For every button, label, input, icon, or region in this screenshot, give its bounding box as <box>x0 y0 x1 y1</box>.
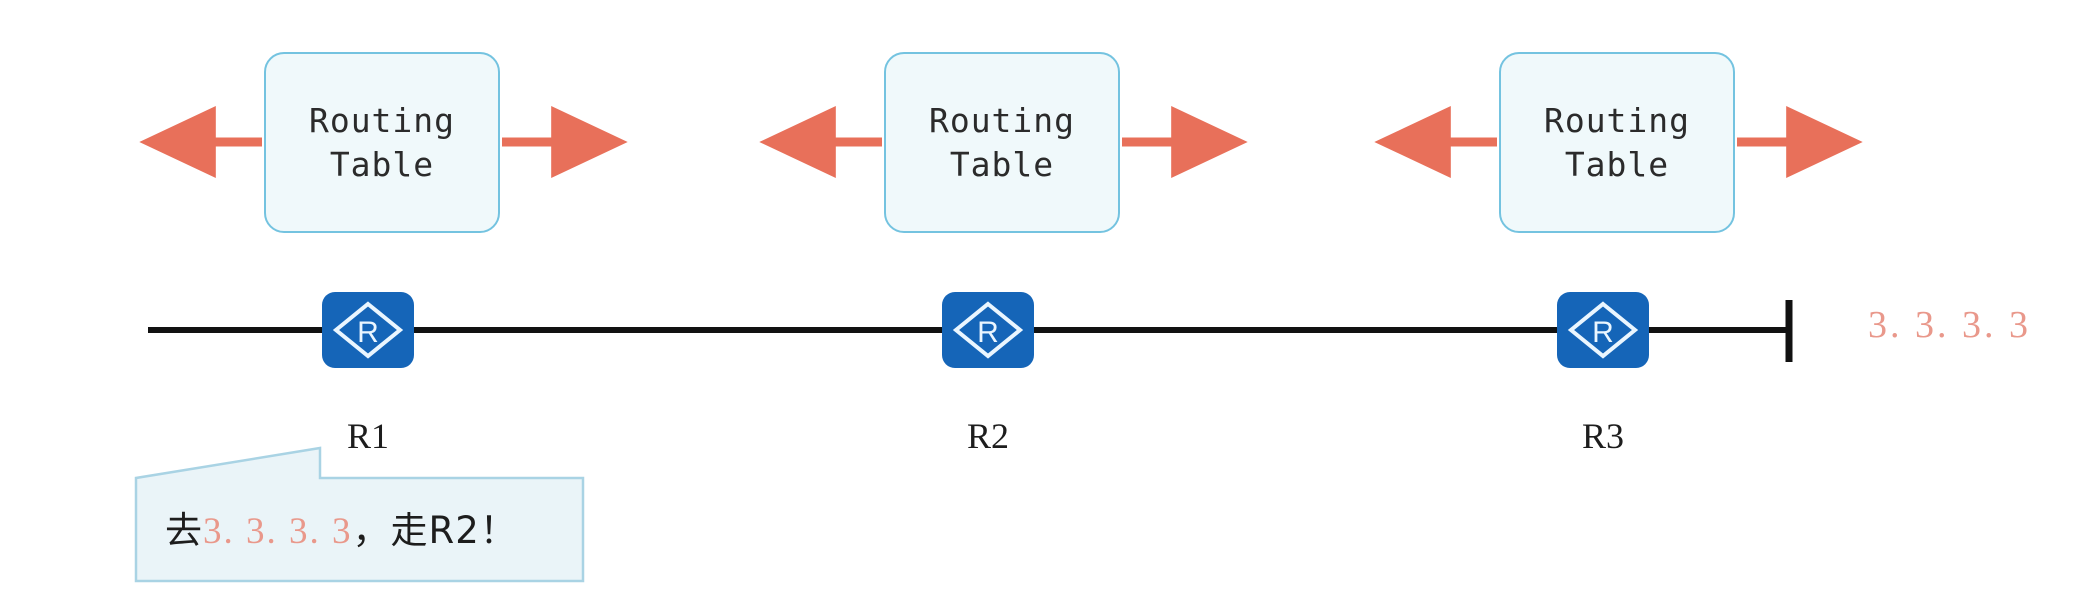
router-label-r2: R2 <box>966 416 1009 456</box>
routing-table-label-2: Routing Table <box>928 100 1076 184</box>
callout-suffix: ，走R2！ <box>352 509 518 552</box>
router-glyph-r3: R <box>1592 316 1614 349</box>
router-label-r3: R3 <box>1581 416 1624 456</box>
callout-balloon-icon <box>134 446 585 583</box>
router-icon-r2[interactable]: R <box>942 292 1034 368</box>
routing-table-box-1[interactable]: Routing Table <box>264 52 500 233</box>
router-icon-r3[interactable]: R <box>1557 292 1649 368</box>
callout-prefix: 去 <box>165 509 203 552</box>
router-glyph-r1: R <box>357 316 379 349</box>
callout-text: 去3. 3. 3. 3，走R2！ <box>165 500 518 554</box>
routing-table-box-2[interactable]: Routing Table <box>884 52 1120 233</box>
router-label-r1: R1 <box>346 416 389 456</box>
routing-table-label-3: Routing Table <box>1543 100 1691 184</box>
routing-table-box-3[interactable]: Routing Table <box>1499 52 1735 233</box>
callout-ip: 3. 3. 3. 3 <box>203 511 353 552</box>
router-glyph-r2: R <box>977 316 999 349</box>
router-icon-r1[interactable]: R <box>322 292 414 368</box>
destination-ip-label: 3. 3. 3. 3 <box>1868 304 2031 346</box>
routing-table-label-1: Routing Table <box>308 100 456 184</box>
callout-shape <box>134 446 585 583</box>
